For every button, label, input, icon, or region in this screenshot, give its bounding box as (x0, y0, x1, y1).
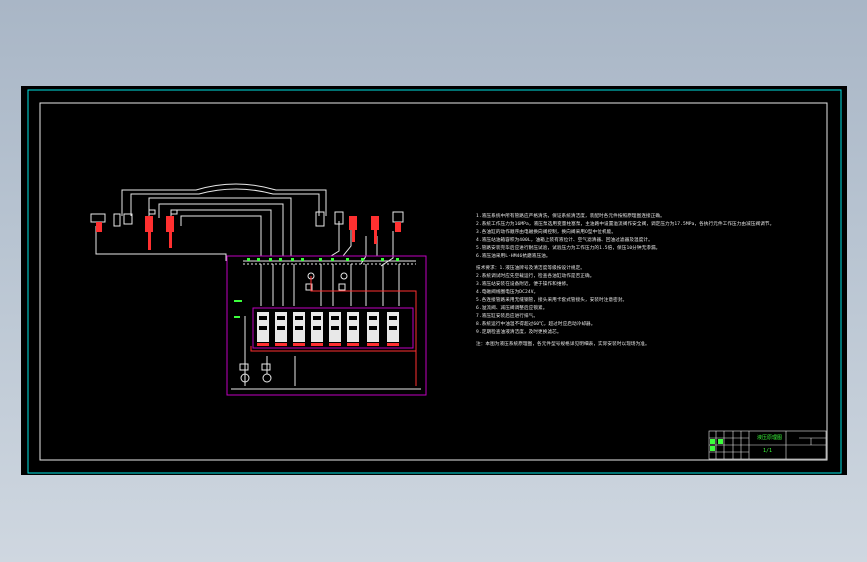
upper-valves (247, 258, 399, 261)
station-panel (226, 255, 427, 396)
pump-labels (234, 300, 242, 318)
note-line: 注：本图为液压系统原理图，各元件型号规格详见明细表，实际安装时以现场为准。 (476, 342, 650, 347)
note-line: 7.液压缸安装后应进行排气。 (476, 314, 539, 319)
upper-pipe-bundle (95, 183, 394, 267)
note-line: 5.各连接管路采用无缝钢管，接头采用卡套式管接头，安装时注意密封。 (476, 298, 628, 303)
supply-lines (250, 276, 417, 386)
note-line: 2.系统调试时应先空载运行，检查各油缸动作是否正确。 (476, 274, 595, 279)
note-line: 6.液压油采用L-HM46抗磨液压油。 (476, 254, 551, 259)
outer-frame (27, 89, 842, 474)
note-line: 8.系统运行中油温不得超过60℃，超过时应启动冷却器。 (476, 322, 596, 327)
pump-group (231, 316, 421, 390)
cad-viewport[interactable]: 1.液压系统中所有管路应严格清洗，保证系统清洁度，装配时各元件按照原理图连接正确… (21, 86, 847, 475)
note-line: 3.液压站安装在设备附近，便于操作和维修。 (476, 282, 571, 287)
title-block-name: 液压原理图 (757, 435, 783, 441)
hydraulic-schematic-drawing (27, 89, 842, 474)
note-line: 4.电磁阀线圈电压为DC24V。 (476, 290, 539, 295)
note-line: 2.系统工作压力为16MPa，液压泵选用变量柱塞泵，主油路中设置溢流阀作安全阀，… (476, 222, 775, 227)
left-actuators (90, 209, 178, 250)
inner-frame (39, 102, 828, 461)
note-line: 1.液压系统中所有管路应严格清洗，保证系统清洁度，装配时各元件按照原理图连接正确… (476, 214, 665, 219)
note-line: 技术要求：1.液压油牌号及清洁度等级按设计规定。 (476, 266, 585, 271)
right-actuators (315, 211, 404, 244)
upper-valve-row (243, 260, 416, 265)
title-block-sheet: 1/1 (763, 448, 773, 454)
note-line: 9.定期检查油液清洁度，及时更换滤芯。 (476, 330, 562, 335)
title-block-fills (710, 439, 723, 451)
note-line: 3.各油缸的动作顺序由电磁换向阀控制，换向阀采用O型中位机能。 (476, 230, 617, 235)
technical-notes: 1.液压系统中所有管路应严格清洗，保证系统清洁度，装配时各元件按照原理图连接正确… (476, 214, 836, 350)
note-line: 4.液压站油箱容积为400L，油箱上装有液位计、空气滤清器、回油过滤器及温度计。 (476, 238, 653, 243)
mid-valves (260, 264, 400, 306)
title-block-grid (708, 430, 827, 460)
note-line: 6.溢流阀、减压阀调整后应锁紧。 (476, 306, 548, 311)
valve-bank (252, 307, 414, 349)
note-line: 5.管路安装完毕后应进行耐压试验，试验压力为工作压力的1.5倍，保压10分钟无渗… (476, 246, 661, 251)
